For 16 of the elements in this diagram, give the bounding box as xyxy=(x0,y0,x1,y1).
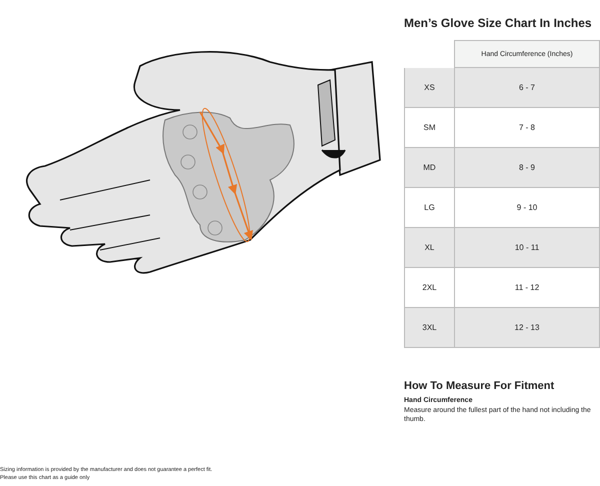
size-cell: LG xyxy=(404,188,454,228)
size-cell: XS xyxy=(404,68,454,108)
measurement-cell: 7 - 8 xyxy=(454,108,600,148)
size-cell: 3XL xyxy=(404,308,454,348)
measurement-cell: 9 - 10 xyxy=(454,188,600,228)
size-cell: XL xyxy=(404,228,454,268)
size-cell: 2XL xyxy=(404,268,454,308)
section-heading: How To Measure For Fitment xyxy=(404,380,554,392)
size-cell: MD xyxy=(404,148,454,188)
size-cell: SM xyxy=(404,108,454,148)
measurement-cell: 10 - 11 xyxy=(454,228,600,268)
measurement-cell: 6 - 7 xyxy=(454,68,600,108)
chart-title: Men’s Glove Size Chart In Inches xyxy=(404,16,592,30)
measurement-cell: 12 - 13 xyxy=(454,308,600,348)
measurement-cell: 8 - 9 xyxy=(454,148,600,188)
measurement-cell: 11 - 12 xyxy=(454,268,600,308)
